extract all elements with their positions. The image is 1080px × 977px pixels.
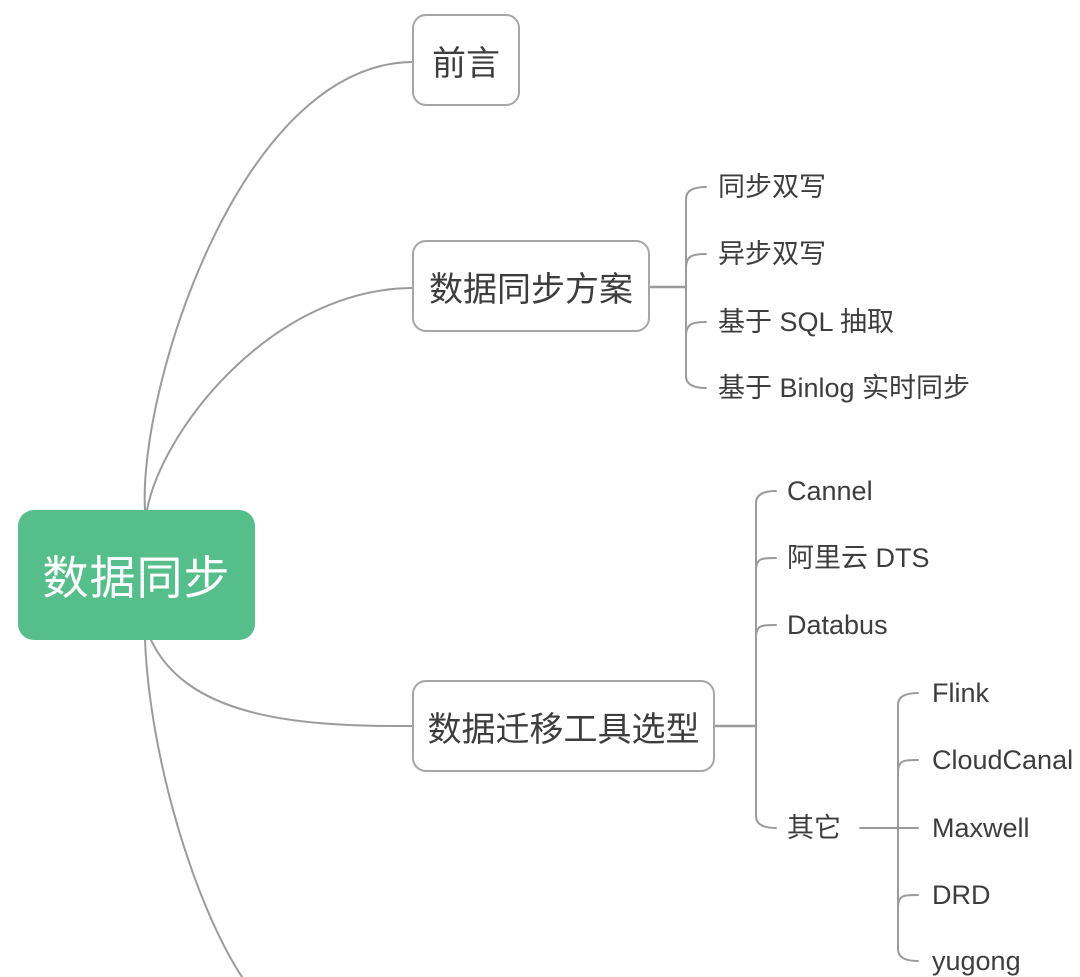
bracket-syncplan	[685, 186, 707, 389]
edge-root-syncplan	[146, 287, 413, 511]
bracket-other	[897, 692, 919, 962]
root-node-data-sync[interactable]: 数据同步	[18, 510, 255, 640]
leaf-cloudcanal[interactable]: CloudCanal	[932, 744, 1074, 775]
leaf-drd[interactable]: DRD	[932, 879, 991, 910]
leaf-aliyun-dts[interactable]: 阿里云 DTS	[787, 542, 930, 573]
leaf-other[interactable]: 其它	[787, 812, 841, 843]
edge-root-offscreen	[144, 639, 243, 977]
edge-root-toolselection	[149, 637, 413, 728]
leaf-sync-double-write[interactable]: 同步双写	[718, 171, 826, 202]
leaf-cannel[interactable]: Cannel	[787, 475, 873, 506]
leaf-sql-extract[interactable]: 基于 SQL 抽取	[718, 306, 895, 337]
node-sync-plan[interactable]: 数据同步方案	[412, 240, 650, 332]
horn-drd	[897, 894, 919, 908]
bracket-toolselection	[755, 490, 777, 829]
horn-sql-extract	[685, 321, 707, 337]
edge-root-preface	[143, 61, 413, 511]
leaf-maxwell[interactable]: Maxwell	[932, 812, 1030, 843]
leaf-binlog-realtime-sync[interactable]: 基于 Binlog 实时同步	[718, 372, 971, 403]
horn-aliyun-dts	[755, 557, 777, 571]
leaf-flink[interactable]: Flink	[932, 677, 990, 708]
horn-databus	[755, 624, 777, 638]
leaf-yugong[interactable]: yugong	[932, 945, 1021, 976]
leaf-async-double-write[interactable]: 异步双写	[718, 238, 826, 269]
leaf-databus[interactable]: Databus	[787, 609, 888, 640]
horn-async-write	[685, 253, 707, 269]
node-tool-selection[interactable]: 数据迁移工具选型	[412, 680, 715, 772]
horn-cloudcanal	[897, 759, 919, 773]
node-preface[interactable]: 前言	[412, 14, 520, 106]
